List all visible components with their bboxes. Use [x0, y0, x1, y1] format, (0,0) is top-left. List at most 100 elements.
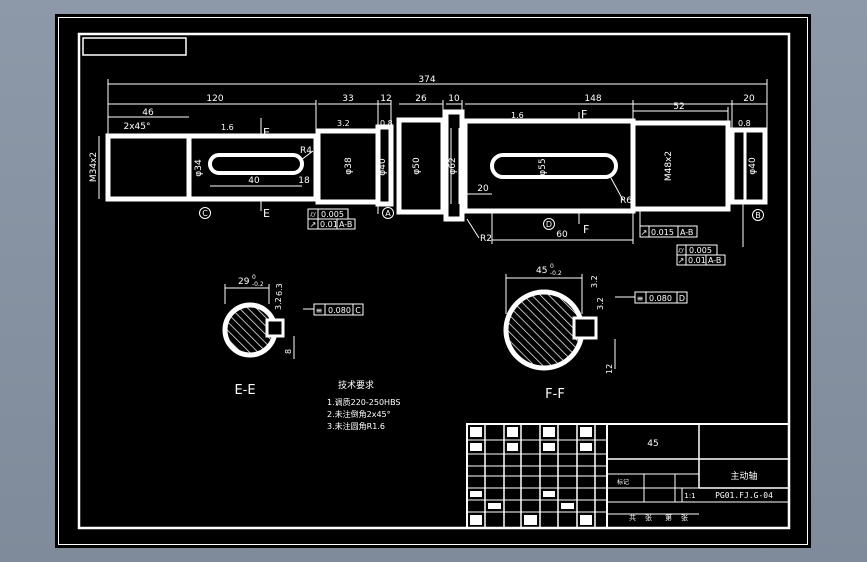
datum-markers: C A D B — [199, 207, 764, 230]
section-f-f: 45 0 -0.2 12 3.2 3.2 F-F — [503, 263, 616, 402]
title-grid-cell — [488, 503, 501, 509]
svg-text:0.8: 0.8 — [738, 119, 751, 128]
svg-text:3.未注圆角R1.6: 3.未注圆角R1.6 — [327, 421, 385, 431]
title-block-grid — [467, 424, 607, 528]
svg-text:1.6: 1.6 — [511, 111, 524, 120]
svg-text:张: 张 — [645, 513, 652, 522]
svg-text:148: 148 — [584, 94, 601, 104]
svg-text:技术要求: 技术要求 — [338, 379, 374, 391]
svg-text:2.未注倒角2x45°: 2.未注倒角2x45° — [327, 409, 391, 419]
title-grid-cell — [470, 427, 482, 437]
svg-text:6.3: 6.3 — [275, 283, 284, 296]
svg-text:0.8: 0.8 — [380, 119, 393, 128]
svg-text:A-B: A-B — [339, 220, 352, 229]
shaft-body — [105, 109, 768, 222]
svg-text:18: 18 — [298, 176, 310, 186]
svg-text:0.005: 0.005 — [321, 210, 344, 219]
svg-text:26: 26 — [415, 94, 427, 104]
svg-text:10: 10 — [448, 94, 460, 104]
svg-text:0.01: 0.01 — [320, 220, 338, 229]
title-grid-cell — [543, 443, 555, 451]
title-grid-cell — [507, 443, 518, 451]
title-grid-cell — [543, 491, 555, 497]
dimension-text: 374 46 120 33 12 26 10 148 52 20 40 18 2… — [89, 75, 758, 244]
svg-text:-0.2: -0.2 — [550, 270, 562, 277]
svg-text:↗: ↗ — [678, 256, 685, 265]
svg-text:φ40: φ40 — [378, 158, 388, 176]
technical-requirements: 技术要求 1.调质220-250HBS 2.未注倒角2x45° 3.未注圆角R1… — [327, 379, 401, 431]
section-e-e: 29 0 -0.2 8 3.2 6.3 E-E — [222, 274, 295, 398]
svg-text:3.2: 3.2 — [274, 297, 283, 310]
svg-text:标记: 标记 — [617, 478, 629, 486]
svg-text:60: 60 — [556, 230, 568, 240]
svg-text:0.01: 0.01 — [688, 256, 706, 265]
svg-text:M34x2: M34x2 — [89, 152, 99, 182]
svg-text:φ55: φ55 — [538, 158, 548, 175]
svg-text:E-E: E-E — [234, 383, 255, 398]
svg-text:45: 45 — [536, 266, 547, 276]
svg-text:↗: ↗ — [641, 228, 648, 237]
svg-text:0.015: 0.015 — [651, 228, 674, 237]
svg-text:R6: R6 — [620, 196, 632, 206]
svg-text:F-F: F-F — [545, 387, 565, 402]
svg-text:1:1: 1:1 — [684, 492, 695, 500]
svg-text:PG01.FJ.G-04: PG01.FJ.G-04 — [715, 491, 773, 500]
svg-text:0.080: 0.080 — [328, 306, 351, 315]
title-grid-cell — [580, 515, 592, 525]
dimension-lines — [98, 79, 768, 247]
svg-text:0: 0 — [252, 274, 256, 281]
svg-text:C: C — [355, 306, 361, 315]
svg-text:A-B: A-B — [680, 228, 693, 237]
svg-text:≡: ≡ — [637, 294, 644, 303]
svg-text:0: 0 — [550, 263, 554, 270]
title-grid-cell — [580, 443, 592, 451]
svg-text:φ50: φ50 — [412, 157, 422, 175]
svg-text:46: 46 — [142, 108, 154, 118]
svg-text:张: 张 — [681, 513, 688, 522]
svg-text:3.2: 3.2 — [596, 297, 605, 310]
svg-text:主动轴: 主动轴 — [730, 470, 757, 482]
svg-text:120: 120 — [206, 94, 223, 104]
title-block-text: 45 主动轴 PG01.FJ.G-04 1:1 标记 共 张 第 张 — [617, 439, 773, 522]
svg-text:A-B: A-B — [708, 256, 721, 265]
drawing-frame — [77, 32, 791, 530]
svg-text:E: E — [263, 126, 270, 139]
svg-text:0.005: 0.005 — [689, 246, 712, 255]
svg-text:D: D — [679, 294, 685, 303]
svg-text:φ38: φ38 — [344, 157, 354, 175]
svg-text:⌭: ⌭ — [310, 210, 316, 219]
cad-viewport[interactable]: 374 46 120 33 12 26 10 148 52 20 40 18 2… — [55, 14, 811, 548]
svg-text:第: 第 — [665, 513, 672, 522]
tolerance-frames: ⌭ 0.005 ↗ 0.01 A-B ↗ 0.015 A-B ⌭ 0.005 ↗… — [303, 208, 726, 316]
svg-text:F: F — [583, 223, 589, 236]
title-grid-cell — [470, 443, 482, 451]
svg-text:2x45°: 2x45° — [123, 122, 150, 132]
title-grid-cell — [470, 515, 482, 525]
svg-text:⌭: ⌭ — [678, 246, 684, 255]
svg-text:1.调质220-250HBS: 1.调质220-250HBS — [327, 397, 401, 407]
svg-text:3.2: 3.2 — [337, 119, 350, 128]
title-grid-cell — [561, 503, 574, 509]
svg-text:-0.2: -0.2 — [252, 281, 264, 288]
title-grid-cell — [524, 515, 537, 525]
svg-text:45: 45 — [647, 439, 658, 449]
svg-text:29: 29 — [238, 277, 250, 287]
svg-text:33: 33 — [342, 94, 353, 104]
svg-text:R4: R4 — [300, 146, 312, 156]
svg-text:B: B — [755, 211, 761, 220]
title-grid-cell — [580, 427, 592, 437]
svg-text:≡: ≡ — [316, 306, 323, 315]
svg-text:374: 374 — [418, 75, 435, 85]
svg-text:12: 12 — [380, 94, 391, 104]
corner-stamp-box — [82, 37, 187, 56]
svg-text:0.080: 0.080 — [649, 294, 672, 303]
svg-text:E: E — [263, 207, 270, 220]
svg-text:D: D — [546, 220, 552, 229]
title-grid-cell — [543, 427, 555, 437]
svg-text:F: F — [581, 108, 587, 121]
title-grid-cell — [507, 427, 518, 437]
svg-text:1.6: 1.6 — [221, 123, 234, 132]
svg-text:3.2: 3.2 — [590, 275, 599, 288]
svg-text:40: 40 — [248, 176, 260, 186]
svg-text:↗: ↗ — [310, 220, 317, 229]
